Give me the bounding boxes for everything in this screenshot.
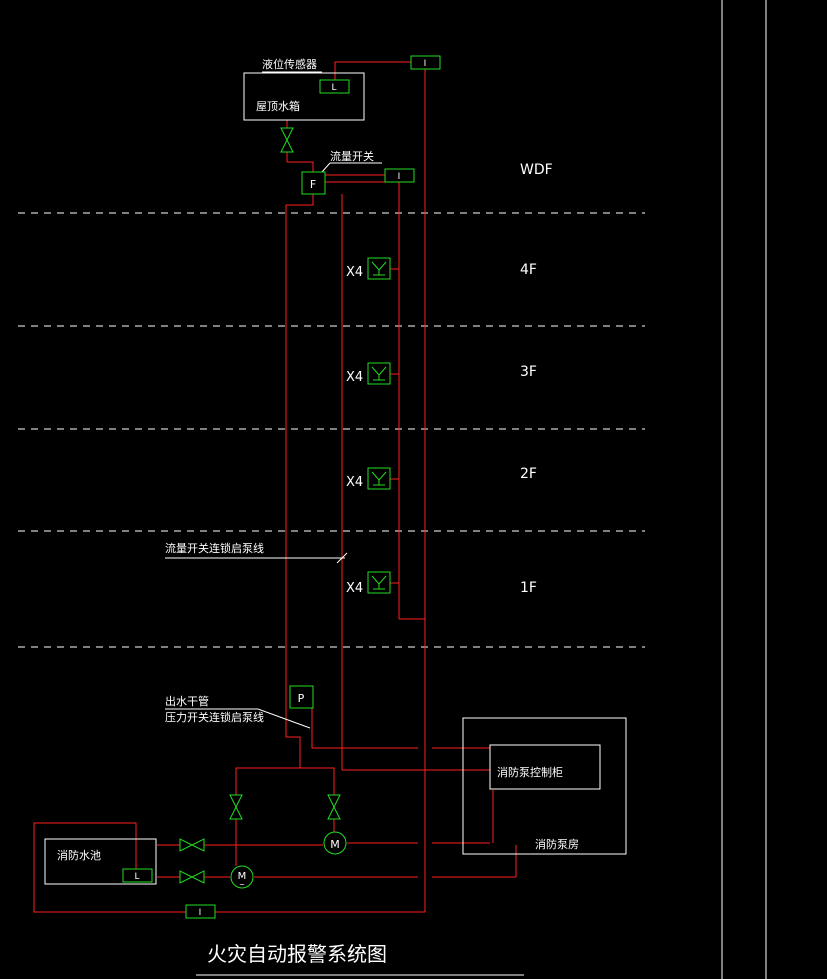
control-cabinet bbox=[489, 744, 601, 790]
sprinkler-icon bbox=[371, 471, 387, 486]
flow-switch-label: 流量开关 bbox=[330, 149, 374, 163]
sprinkler-group-1f: X4 bbox=[346, 571, 391, 596]
leader-line bbox=[321, 162, 331, 173]
level-sensor-label: 液位传感器 bbox=[262, 57, 317, 71]
fire-pool bbox=[44, 838, 157, 885]
floor-label-1f: 1F bbox=[520, 580, 537, 596]
pump-room-label: 消防泵房 bbox=[535, 837, 579, 851]
pump-motor-icon bbox=[323, 831, 347, 855]
input-module-flow bbox=[384, 168, 415, 183]
pipe-network bbox=[33, 61, 517, 913]
sprinkler-count: X4 bbox=[346, 475, 363, 490]
roof-tank-label: 屋顶水箱 bbox=[256, 99, 300, 113]
input-module-symbol: I bbox=[398, 172, 401, 182]
pressure-switch bbox=[289, 685, 314, 709]
valve-icon bbox=[327, 794, 341, 820]
valve-icon bbox=[229, 794, 243, 820]
roof-tank bbox=[243, 72, 365, 121]
pressure-switch-symbol: P bbox=[298, 692, 305, 705]
input-module-symbol: I bbox=[199, 908, 202, 918]
sprinkler-group-3f: X4 bbox=[346, 362, 391, 385]
sprinkler-icon bbox=[371, 575, 387, 590]
flow-switch bbox=[301, 171, 326, 195]
leader-line bbox=[165, 708, 311, 729]
sprinkler-count: X4 bbox=[346, 370, 363, 385]
pressure-switch-line-label: 压力开关连锁启泵线 bbox=[165, 710, 264, 724]
level-sensor bbox=[319, 79, 350, 94]
input-module-bottom bbox=[185, 904, 216, 919]
flow-switch-symbol: F bbox=[310, 178, 316, 191]
input-module-top bbox=[410, 55, 441, 70]
valve-icon bbox=[179, 870, 205, 884]
floor-separators bbox=[18, 212, 645, 648]
pump-motor-icon bbox=[230, 865, 254, 889]
motor-sub-symbol: ~ bbox=[239, 881, 245, 889]
valve-icon bbox=[280, 127, 294, 153]
sprinkler-group-2f: X4 bbox=[346, 467, 391, 490]
diagram-title: 火灾自动报警系统图 bbox=[207, 942, 387, 966]
sprinkler-group-4f: X4 bbox=[346, 257, 391, 280]
sprinkler-count: X4 bbox=[346, 581, 363, 596]
valve-icon bbox=[179, 838, 205, 852]
pool-level-sensor bbox=[122, 868, 153, 883]
floor-label-3f: 3F bbox=[520, 364, 537, 380]
sprinkler-icon bbox=[367, 467, 391, 490]
pump-room bbox=[462, 717, 627, 855]
pool-level-symbol: L bbox=[134, 872, 139, 882]
fire-pool-label: 消防水池 bbox=[57, 848, 101, 862]
sprinkler-icon bbox=[371, 366, 387, 381]
motor-symbol: M bbox=[238, 871, 247, 882]
leader-tick bbox=[336, 552, 348, 564]
sprinkler-icon bbox=[367, 362, 391, 385]
input-module-symbol: I bbox=[424, 59, 427, 69]
motor-symbol: M bbox=[330, 838, 340, 851]
sprinkler-icon bbox=[367, 257, 391, 280]
sprinkler-icon bbox=[367, 571, 391, 594]
sprinkler-icon bbox=[371, 261, 387, 276]
floor-label-4f: 4F bbox=[520, 262, 537, 278]
outlet-main-label: 出水干管 bbox=[165, 694, 209, 708]
control-cabinet-label: 消防泵控制柜 bbox=[497, 765, 563, 779]
flow-switch-line-label: 流量开关连锁启泵线 bbox=[165, 541, 264, 555]
floor-label-wdf: WDF bbox=[520, 162, 553, 178]
level-sensor-symbol: L bbox=[331, 83, 336, 93]
floor-label-2f: 2F bbox=[520, 466, 537, 482]
sprinkler-count: X4 bbox=[346, 265, 363, 280]
